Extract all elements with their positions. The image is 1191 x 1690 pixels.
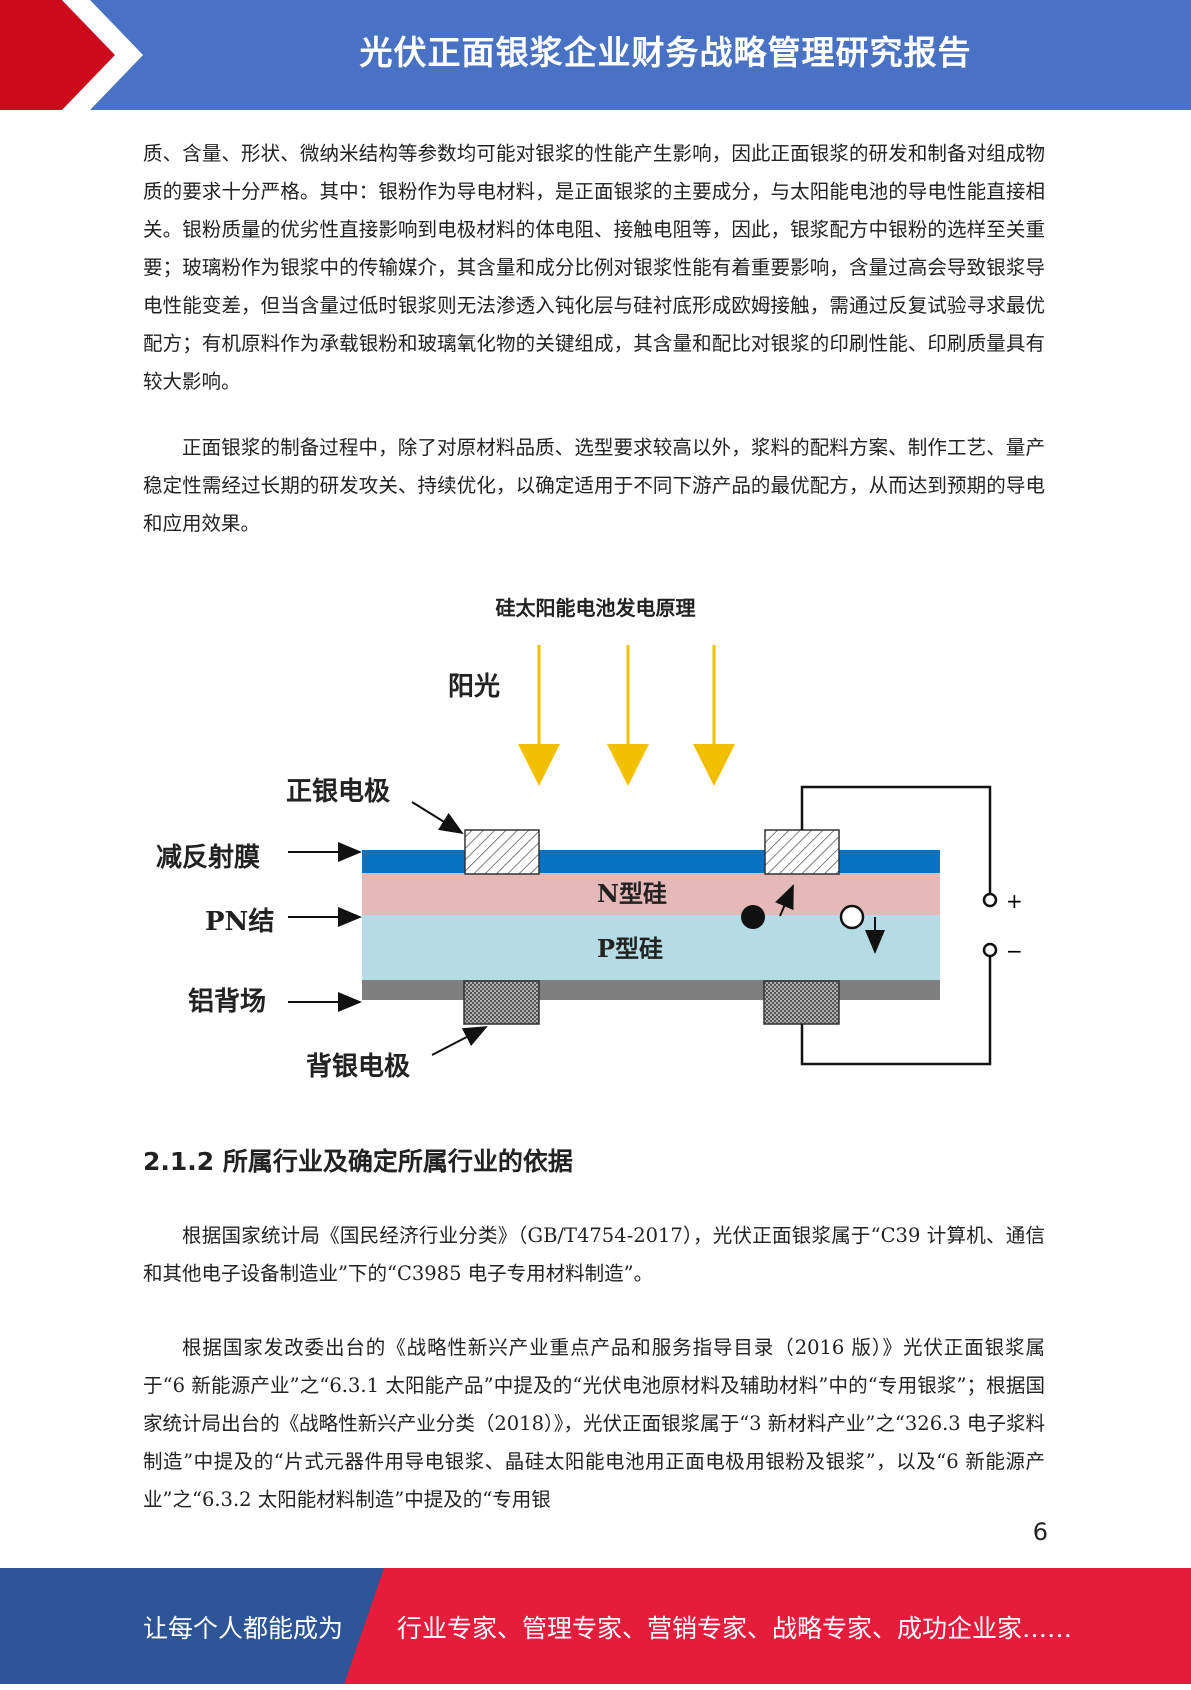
aluminum-bsf-layer [362, 980, 940, 1000]
terminal-plus: + [1006, 889, 1023, 913]
paragraph-strategic-industry: 根据国家发改委出台的《战略性新兴产业重点产品和服务指导目录（2016 版）》光伏… [143, 1336, 1045, 1511]
circuit-wire-bottom [800, 956, 992, 1066]
paragraph-industry-classification: 根据国家统计局《国民经济行业分类》（GB/T4754-2017），光伏正面银浆属… [143, 1224, 1045, 1285]
body-text-top: 质、含量、形状、微纳米结构等参数均可能对银浆的性能产生影响，因此正面银浆的研发和… [143, 135, 1045, 543]
label-sunlight: 阳光 [448, 672, 500, 702]
label-p-silicon: P型硅 [597, 934, 663, 963]
footer-band [0, 1568, 1191, 1684]
label-front-electrode: 正银电极 [286, 777, 391, 807]
label-back-electrode: 背银电极 [306, 1052, 411, 1082]
front-silver-electrode-right [764, 829, 840, 875]
label-n-silicon: N型硅 [597, 879, 667, 908]
page-number: 6 [1032, 1518, 1048, 1546]
terminal-minus: − [1006, 939, 1023, 963]
paragraph-preparation-process: 正面银浆的制备过程中，除了对原材料品质、选型要求较高以外，浆料的配料方案、制作工… [143, 436, 1045, 535]
sunlight-arrows [518, 645, 735, 786]
circuit-wire-top [800, 785, 992, 894]
front-silver-electrode-left [464, 829, 540, 875]
paragraph-silver-paste-composition: 质、含量、形状、微纳米结构等参数均可能对银浆的性能产生影响，因此正面银浆的研发和… [143, 142, 1045, 393]
back-silver-electrode-right [763, 980, 840, 1025]
header-title: 光伏正面银浆企业财务战略管理研究报告 [359, 33, 972, 72]
hole-icon [839, 904, 865, 930]
antireflection-layer [362, 850, 940, 873]
n-type-silicon-layer [362, 873, 940, 915]
label-aluminum-bsf: 铝背场 [188, 987, 266, 1017]
footer-slogan-right: 行业专家、管理专家、营销专家、战略专家、成功企业家…… [397, 1614, 1073, 1643]
back-silver-electrode-left [463, 980, 540, 1025]
electron-icon [741, 905, 765, 929]
body-text-bottom: 根据国家统计局《国民经济行业分类》（GB/T4754-2017），光伏正面银浆属… [143, 1217, 1045, 1519]
page-header: 光伏正面银浆企业财务战略管理研究报告 [0, 0, 1191, 110]
header-chevron-accent [0, 0, 143, 110]
figure-title: 硅太阳能电池发电原理 [495, 596, 696, 620]
solar-cell-diagram: 阳光 N型硅 P型硅 + − 正银电极 减反射膜 PN结 铝背场 背银电极 [156, 645, 1023, 1082]
footer-slogan-left: 让每个人都能成为 [143, 1614, 344, 1643]
label-antireflection: 减反射膜 [156, 843, 260, 873]
section-heading: 2.1.2 所属行业及确定所属行业的依据 [143, 1147, 573, 1176]
label-pn-junction: PN结 [205, 907, 274, 937]
